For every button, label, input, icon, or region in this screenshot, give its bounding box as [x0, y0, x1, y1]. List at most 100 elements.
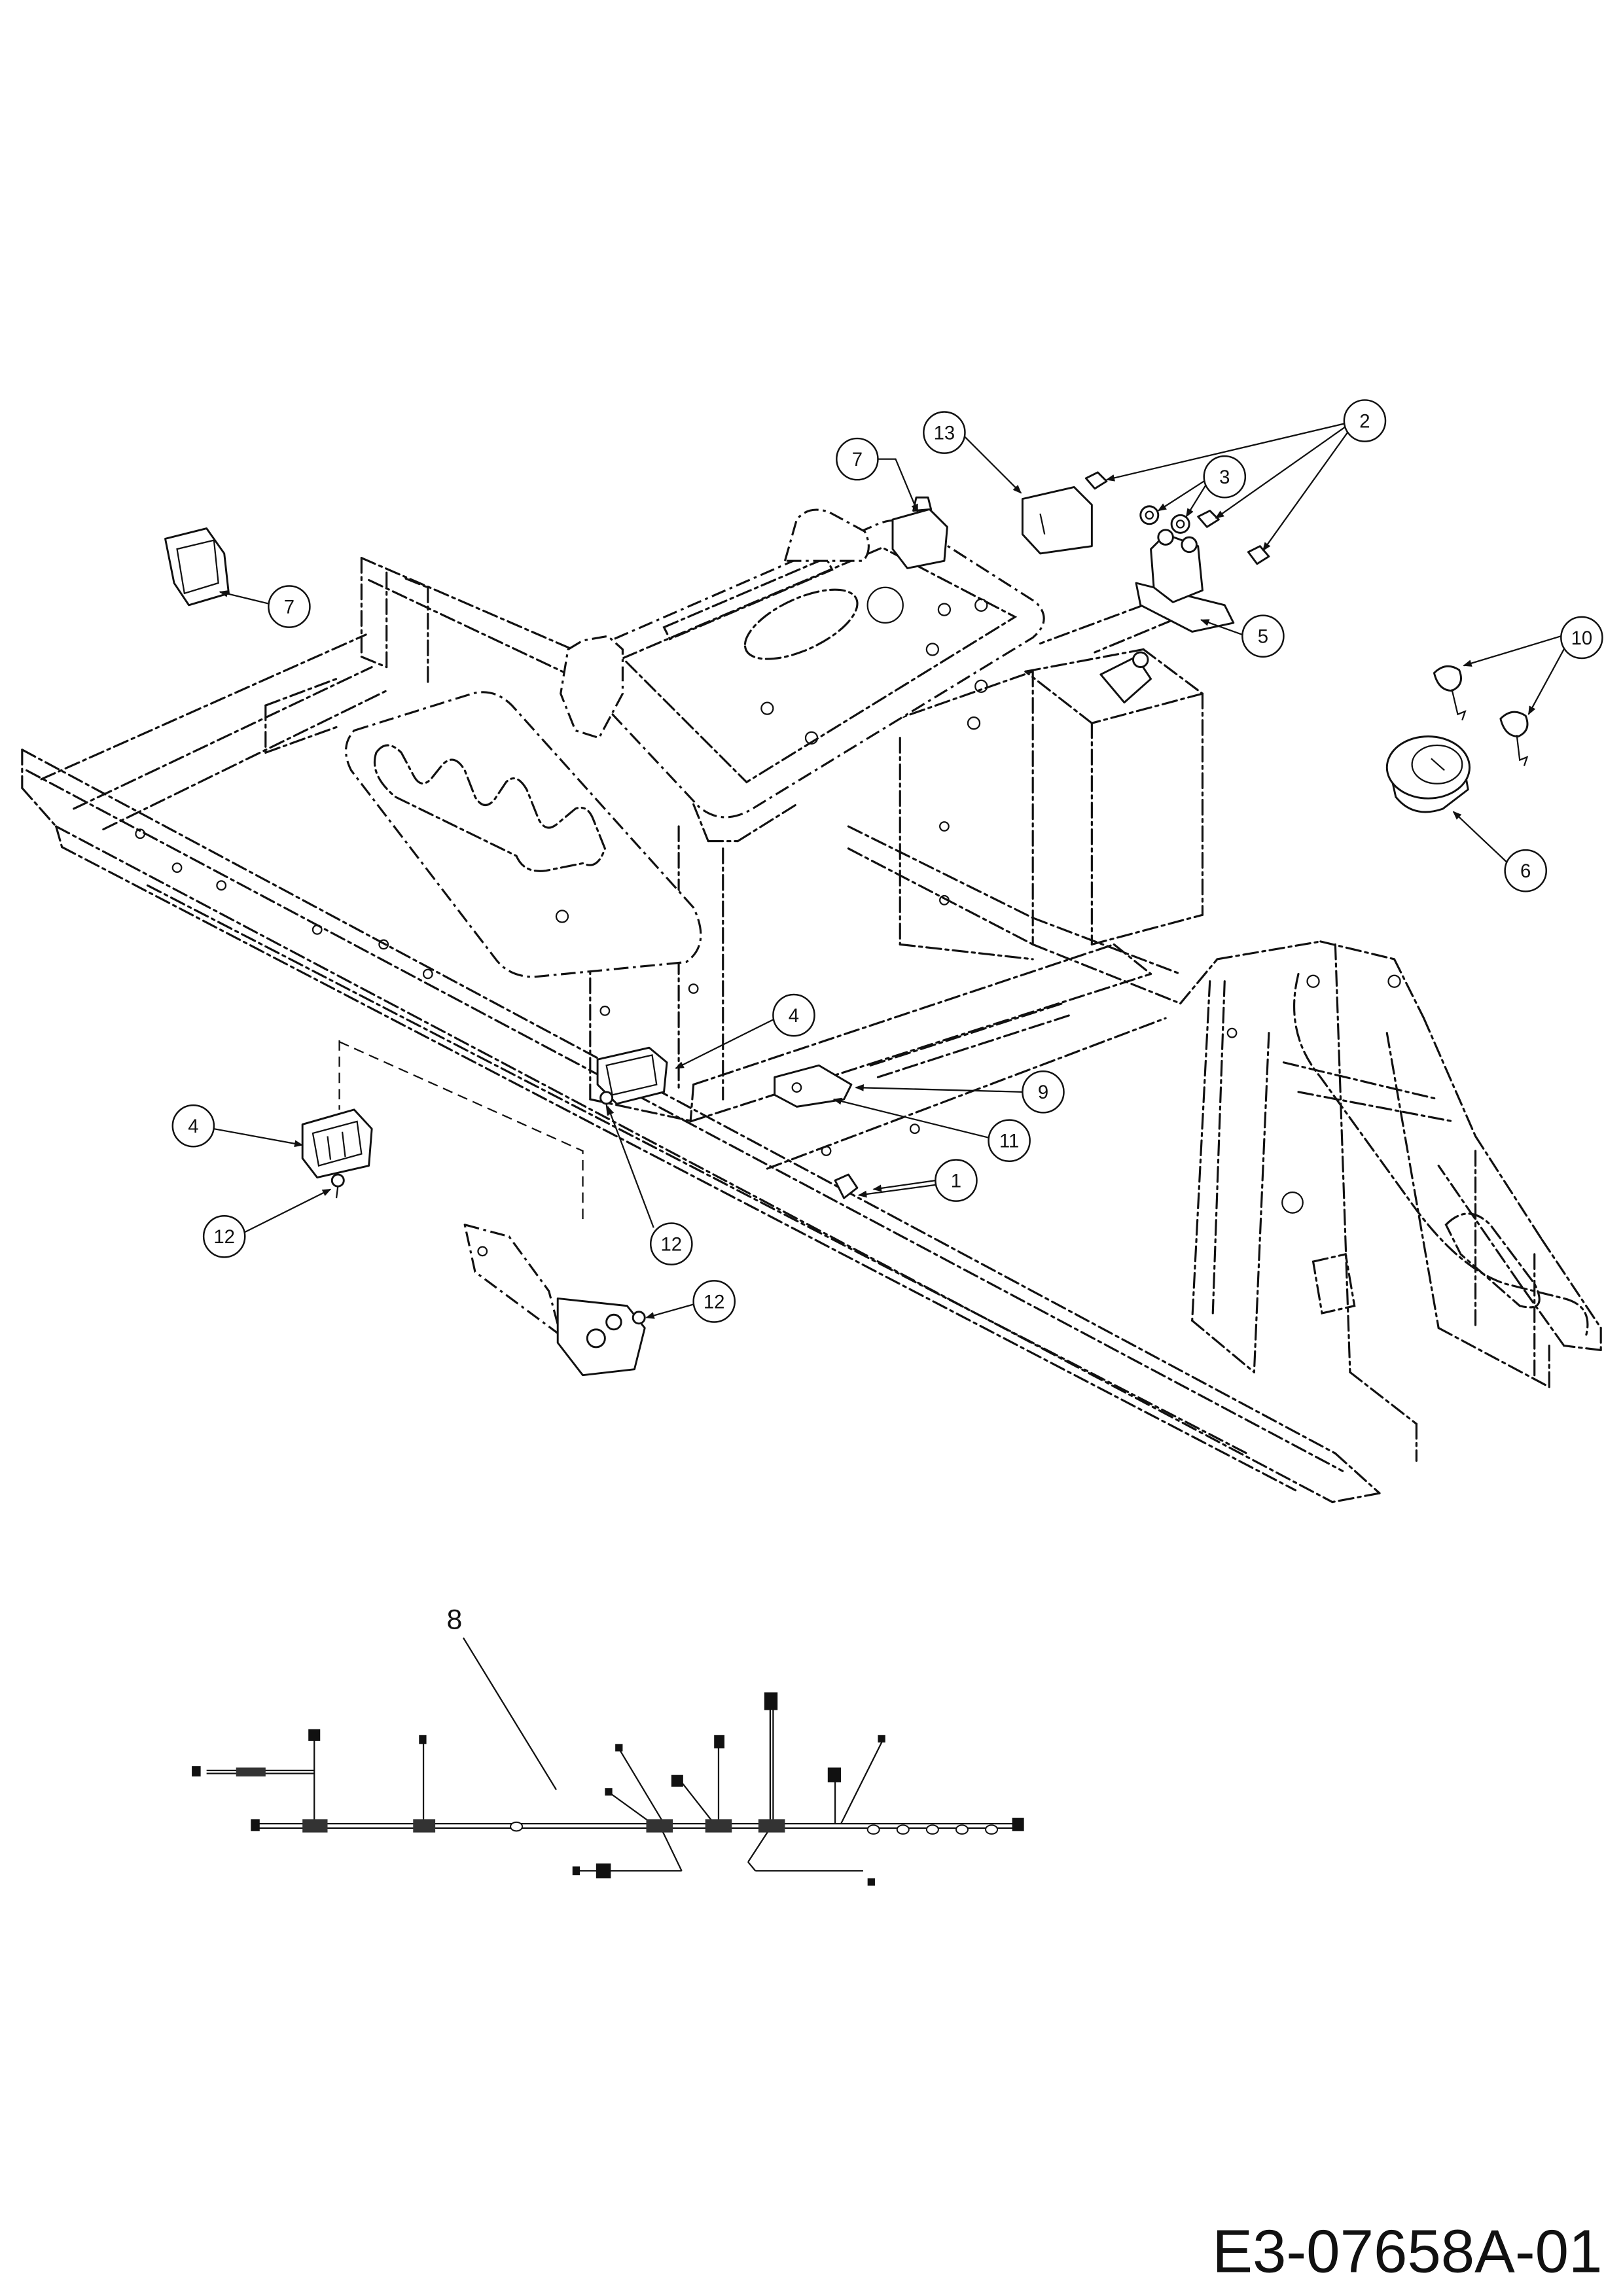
- leader-line: [857, 1184, 936, 1198]
- frame-line: [1563, 1345, 1602, 1351]
- frame-line: [1437, 1326, 1550, 1388]
- switch-bezel: [1385, 735, 1471, 800]
- frame-hole: [1387, 974, 1401, 988]
- harness-terminal: [985, 1824, 999, 1835]
- switch-housing: [301, 1108, 373, 1179]
- frame-hole: [688, 983, 699, 994]
- switch-face: [605, 1054, 658, 1096]
- terminal-clamp: [1099, 656, 1152, 704]
- callout-number: 12: [213, 1226, 235, 1248]
- lever-pivot: [791, 1082, 802, 1093]
- leader-line: [675, 1019, 774, 1069]
- alignment-line: [339, 1041, 584, 1225]
- tractor-frame-front: [21, 749, 1602, 1504]
- callout-number: 4: [789, 1005, 799, 1027]
- seat-pan-slot-strip: [662, 556, 834, 641]
- part-4-switch-middle: [596, 1046, 668, 1105]
- callout-circle: [1343, 399, 1387, 442]
- harness-connector: [572, 1866, 580, 1875]
- key-blade: [1451, 689, 1467, 721]
- frame-hole: [599, 1005, 611, 1016]
- frame-contour: [1444, 1212, 1541, 1309]
- callout-circle: [692, 1280, 736, 1323]
- harness-tape: [302, 1819, 328, 1833]
- callout-4-left: 4: [171, 1104, 304, 1148]
- screw: [1247, 545, 1270, 565]
- frame-line: [264, 725, 341, 754]
- frame-line: [899, 943, 1034, 961]
- part-4-switch-left: [301, 1108, 373, 1179]
- part-7-bumper-left: [164, 527, 230, 607]
- leader-line: [878, 458, 919, 514]
- callout-number: 12: [704, 1291, 725, 1313]
- steering-post-outline: [560, 635, 624, 739]
- callout-13: 13: [923, 411, 1022, 494]
- frame-line: [692, 803, 709, 843]
- harness-connector: [605, 1788, 613, 1796]
- seat-pan-hole: [866, 586, 904, 624]
- frame-line: [1179, 958, 1219, 1005]
- harness-wire: [618, 1749, 665, 1824]
- frame-line: [884, 670, 1034, 724]
- harness-wire: [660, 1828, 683, 1871]
- harness-connector: [1012, 1818, 1024, 1831]
- seat-pan-hole: [925, 643, 940, 656]
- screw-head: [834, 1173, 859, 1199]
- frame-hole: [1306, 974, 1320, 988]
- frame-line: [1191, 980, 1211, 1322]
- leader-line: [1157, 480, 1205, 512]
- leader-line: [1185, 485, 1206, 518]
- drawing-number: E3-07658A-01: [1212, 2217, 1602, 2285]
- key-head: [1499, 711, 1529, 737]
- callout-circle: [650, 1222, 693, 1265]
- harness-wire: [840, 1740, 883, 1824]
- clamp-bolt: [586, 1328, 606, 1349]
- callout-circle: [1560, 616, 1603, 660]
- leader-line: [872, 1179, 936, 1192]
- harness-tape: [646, 1819, 673, 1833]
- seat-adjust-plate: [344, 691, 702, 978]
- callout-7-top: 7: [836, 437, 919, 514]
- harness-wire: [747, 1861, 757, 1871]
- frame-line: [1334, 1452, 1381, 1494]
- seat-adjust-plate-outline: [344, 691, 702, 978]
- harness-tape: [236, 1767, 266, 1776]
- battery-terminal: [1099, 651, 1152, 704]
- frame-line: [1113, 943, 1152, 976]
- harness-terminal: [896, 1824, 910, 1835]
- frame-line: [404, 577, 429, 589]
- leader-line: [244, 1188, 332, 1233]
- seat-pan-hole: [760, 701, 774, 715]
- callout-5: 5: [1200, 614, 1285, 658]
- callout-circle: [1022, 1070, 1065, 1114]
- frame-hole: [378, 939, 389, 950]
- callout-number: 5: [1258, 626, 1268, 648]
- seat-pan-tube: [582, 519, 1045, 819]
- callout-circle: [171, 1104, 215, 1148]
- frame-line: [1090, 692, 1204, 724]
- frame-line: [1437, 1164, 1521, 1285]
- frame-line: [1349, 1371, 1418, 1425]
- frame-hole: [974, 679, 988, 693]
- callout-circle: [1504, 849, 1548, 892]
- frame-line: [847, 847, 1034, 945]
- callout-circle: [268, 585, 311, 628]
- plate-hole: [555, 910, 569, 923]
- nut: [1139, 505, 1160, 525]
- harness-connector: [827, 1767, 842, 1782]
- leader-line: [1527, 646, 1567, 715]
- part-2-screws: [1084, 471, 1270, 565]
- callout-circle: [836, 437, 879, 481]
- frame-hole: [1226, 1027, 1238, 1038]
- frame-line: [1385, 1032, 1440, 1330]
- harness-wire: [747, 1828, 771, 1863]
- callout-circle: [923, 411, 966, 454]
- frame-hole: [422, 968, 433, 980]
- callout-circle: [1203, 455, 1247, 499]
- frame-line: [589, 1098, 695, 1123]
- frame-line: [55, 825, 63, 849]
- screw-shank: [605, 1103, 609, 1116]
- seat-pan-inner-edge: [620, 546, 1018, 784]
- harness-connector: [714, 1735, 724, 1749]
- bracket-plate: [463, 1224, 562, 1337]
